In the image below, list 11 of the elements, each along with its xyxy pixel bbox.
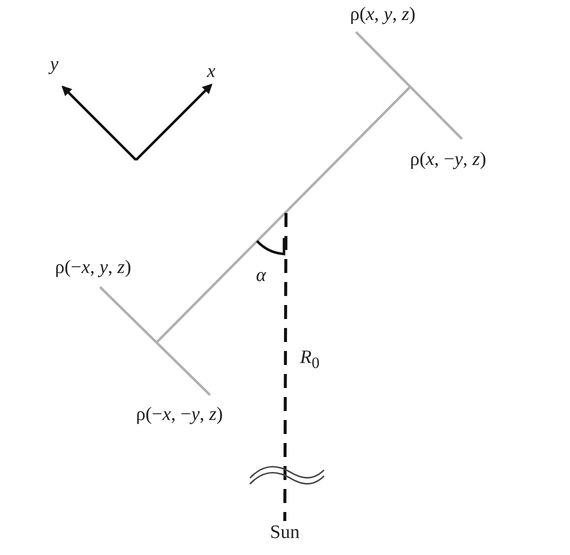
density-label: ρ(−x, −y, z) [136, 405, 223, 424]
axis-label: x [207, 62, 216, 81]
axis-label: y [50, 55, 58, 74]
density-label: ρ(x, −y, z) [410, 150, 486, 169]
angle-label: α [256, 266, 266, 285]
sun-label: Sun [270, 523, 300, 542]
density-label: ρ(−x, y, z) [55, 258, 132, 277]
dashed-line [283, 213, 288, 521]
distance-label: R$_{0}$ [300, 348, 320, 372]
rod-drawing [99, 31, 463, 396]
density-label: ρ(x, y, z) [350, 5, 416, 24]
